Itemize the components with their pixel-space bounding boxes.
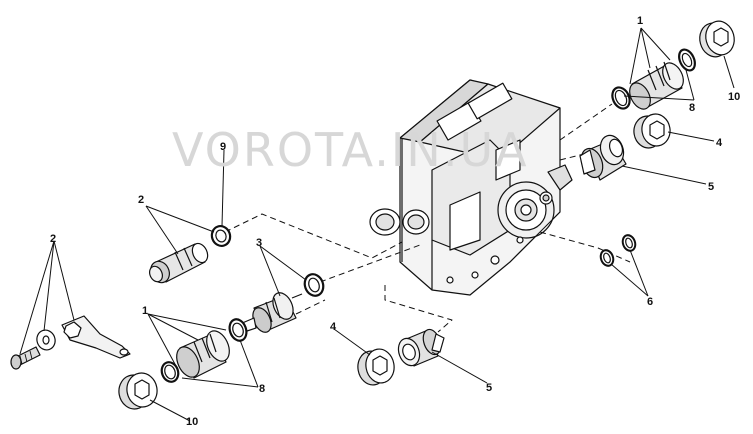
callout-9: 9 bbox=[220, 141, 226, 153]
callout-5-right: 5 bbox=[708, 181, 714, 193]
callout-4-right: 4 bbox=[716, 137, 723, 149]
gearbox-housing bbox=[369, 79, 573, 296]
callout-1-bottom: 1 bbox=[142, 305, 148, 317]
bolt-washer-lever bbox=[10, 315, 131, 370]
callout-4-bottom: 4 bbox=[330, 321, 337, 333]
callout-2-left: 2 bbox=[50, 233, 56, 245]
callout-10-top: 10 bbox=[728, 91, 740, 103]
valve-right bbox=[579, 134, 627, 181]
valve-middle bbox=[239, 292, 303, 333]
plug-bottom-middle bbox=[357, 348, 395, 386]
check-valve-bottom bbox=[160, 318, 248, 383]
callout-3: 3 bbox=[256, 237, 262, 249]
seal-pair-right bbox=[599, 234, 637, 267]
valve-middle-left bbox=[148, 242, 209, 284]
callout-10-bottom: 10 bbox=[186, 416, 198, 428]
callout-8-bottom: 8 bbox=[259, 383, 265, 395]
watermark-text: VOROTA.IN.UA bbox=[172, 123, 529, 177]
callout-6: 6 bbox=[647, 296, 653, 308]
check-valve-top bbox=[611, 48, 696, 110]
plug-bottom bbox=[118, 372, 158, 410]
callout-numbers: 1 10 8 4 5 6 9 2 3 2 1 8 10 4 5 bbox=[50, 15, 740, 428]
seal-middle bbox=[303, 273, 325, 297]
callout-8-top: 8 bbox=[689, 102, 695, 114]
valve-bottom-middle bbox=[397, 328, 445, 367]
leader-lines bbox=[19, 27, 735, 422]
callout-1-top: 1 bbox=[637, 15, 643, 27]
callout-2-mid: 2 bbox=[138, 194, 144, 206]
plug-right bbox=[633, 113, 671, 149]
assembly-guide-lines bbox=[224, 103, 631, 333]
seal-9 bbox=[210, 225, 232, 247]
plug-top bbox=[699, 20, 735, 58]
callout-5-bottom: 5 bbox=[486, 382, 492, 394]
